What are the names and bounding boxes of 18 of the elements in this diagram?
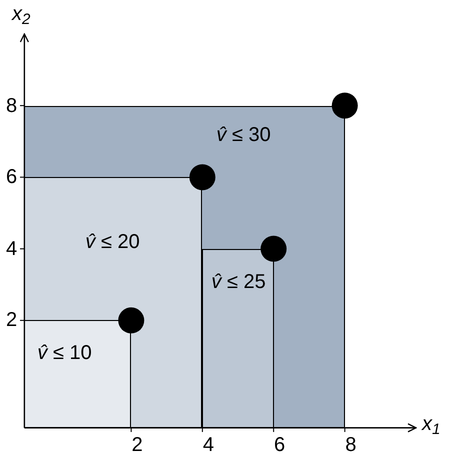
region-rectangle xyxy=(24,106,345,428)
axis-label: x$_{2}$ xyxy=(12,4,30,24)
region-label: v̂ ≤ 20 xyxy=(85,232,140,252)
region-label: v̂ ≤ 25 xyxy=(211,272,266,292)
tick-label: 2 xyxy=(132,435,143,455)
tick-label: 8 xyxy=(6,96,18,116)
tick-label: 4 xyxy=(202,435,214,455)
tick-label: 4 xyxy=(6,238,18,259)
region-label: v̂ ≤ 30 xyxy=(216,124,271,145)
axis-label: x$_{1}$ xyxy=(422,414,440,434)
tick-label: 6 xyxy=(274,435,286,455)
region-rectangle xyxy=(24,177,202,428)
region-rectangle xyxy=(202,248,274,428)
tick-label: 2 xyxy=(6,310,18,330)
tick-label: 6 xyxy=(6,167,18,188)
tick-label: 8 xyxy=(345,435,356,455)
region-rectangle xyxy=(24,320,132,428)
region-label: v̂ ≤ 10 xyxy=(37,343,92,364)
